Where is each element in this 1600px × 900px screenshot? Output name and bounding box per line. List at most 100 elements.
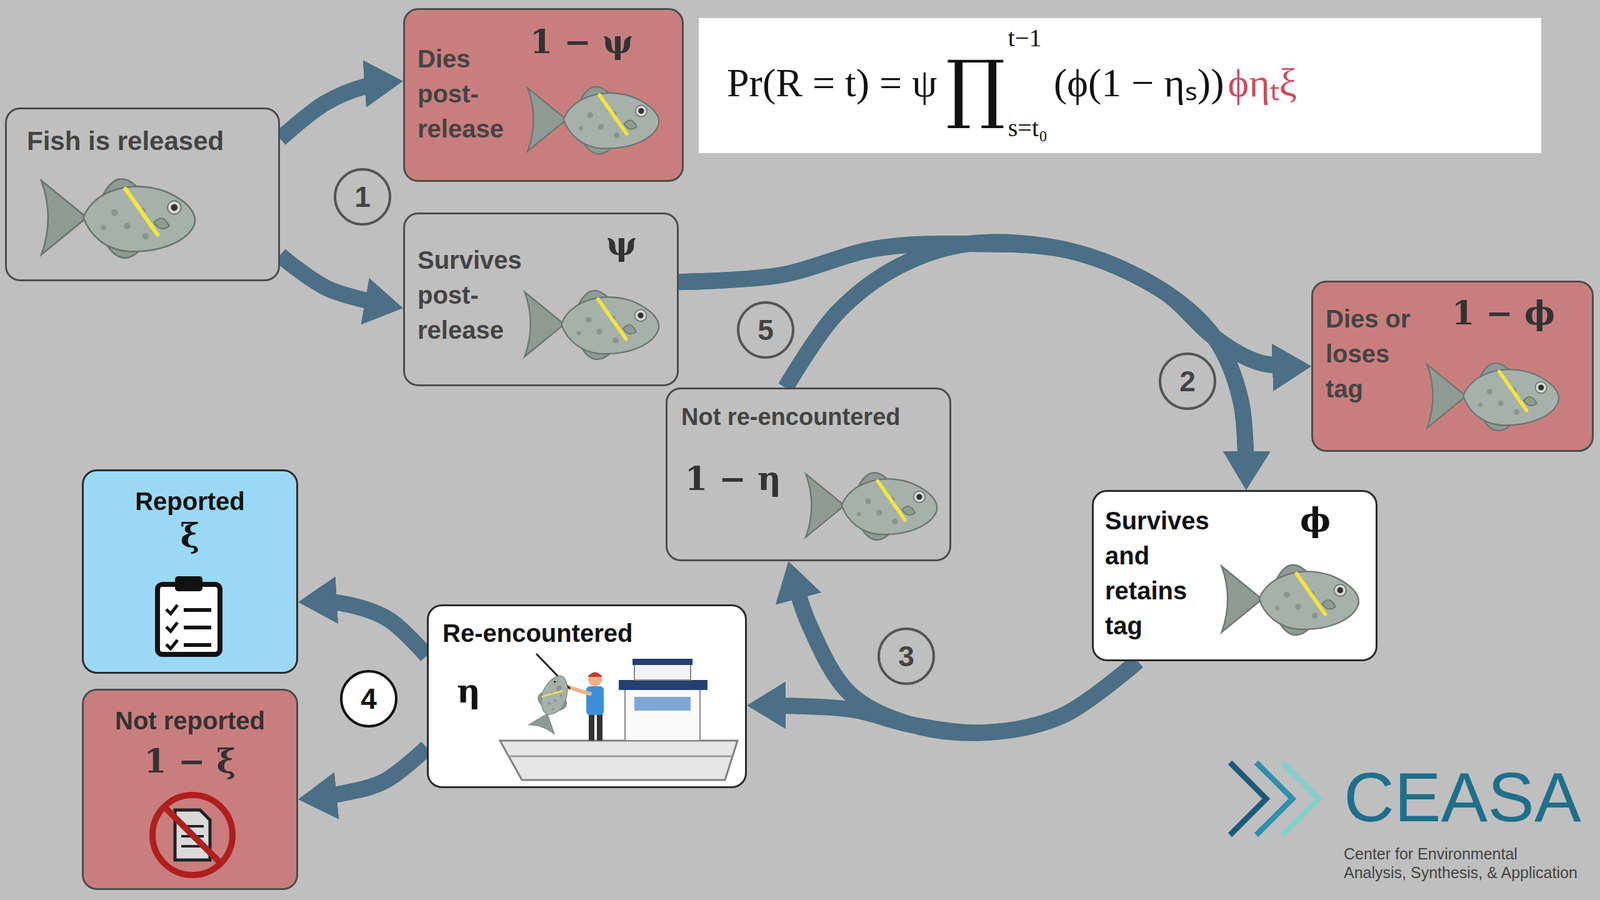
outcome-box: Dies or loses tag 1 − ϕ bbox=[1311, 280, 1594, 452]
flow-arrow bbox=[788, 561, 1139, 734]
text-slot: 1 − η bbox=[685, 459, 782, 499]
outcome-box: Not reported1 − ξ bbox=[81, 688, 299, 890]
document-sheet bbox=[175, 810, 210, 860]
text-slot: 5 bbox=[757, 315, 774, 345]
text-slot: ξ bbox=[180, 516, 200, 555]
fisher-head bbox=[588, 672, 602, 687]
list-line bbox=[183, 625, 212, 630]
flow-arrow bbox=[298, 747, 427, 800]
fisher-leg bbox=[596, 712, 603, 741]
text-slot: Survives post-release bbox=[417, 242, 534, 348]
state-box: Re-encountered η bbox=[426, 604, 747, 789]
boat-bridge bbox=[634, 663, 691, 680]
no-report-icon bbox=[152, 795, 233, 875]
node-label: Not re-encountered bbox=[681, 400, 900, 434]
text-slot: Re-encountered bbox=[442, 615, 634, 651]
fisher-cap bbox=[587, 672, 603, 678]
list-line bbox=[183, 643, 212, 647]
node-label: Dies or loses tag bbox=[1325, 301, 1429, 407]
text-slot: 1 − ψ bbox=[530, 22, 634, 62]
fisher-leg bbox=[588, 712, 595, 741]
text-slot: 1 − ξ bbox=[144, 741, 237, 781]
prohibit-circle bbox=[152, 795, 233, 875]
boat-rail bbox=[632, 658, 693, 665]
callout-circle bbox=[341, 671, 397, 727]
node-symbol: 1 − ψ bbox=[530, 22, 634, 62]
boat-cabin bbox=[625, 687, 700, 741]
text-slot: 4 bbox=[360, 684, 377, 714]
text-slot: Dies or loses tag bbox=[1325, 301, 1429, 407]
text-slot: 1 − ϕ bbox=[1451, 293, 1555, 333]
text-slot: (ϕ(1 − ηₛ)) bbox=[1053, 63, 1225, 104]
check-mark bbox=[166, 622, 178, 632]
document-line bbox=[181, 825, 204, 828]
logo-chevron bbox=[1256, 762, 1293, 835]
callout-circle bbox=[738, 302, 794, 358]
text-slot: Survives and retains tag bbox=[1105, 503, 1218, 644]
node-label: Survives and retains tag bbox=[1105, 503, 1218, 644]
callout-number: 1 bbox=[354, 182, 371, 212]
node-label: Re-encountered bbox=[442, 615, 634, 651]
check-mark bbox=[166, 605, 178, 614]
text-slot: t−1 bbox=[1008, 25, 1042, 51]
boat-hull bbox=[500, 740, 738, 780]
text-slot: Fish is released bbox=[26, 123, 224, 160]
state-box: Not re-encountered 1 − η bbox=[665, 387, 952, 562]
text-slot: Center for Environmental bbox=[1343, 845, 1518, 864]
logo-chevron bbox=[1230, 762, 1267, 835]
fish-illustration bbox=[1426, 363, 1559, 431]
fish-illustration bbox=[805, 472, 937, 540]
text-slot: 1 bbox=[354, 182, 371, 212]
callout-number: 2 bbox=[1179, 366, 1196, 396]
callout-number: 4 bbox=[360, 684, 377, 714]
outcome-box: Dies post-release1 − ψ bbox=[403, 8, 684, 182]
state-box: Survives and retains tag ϕ bbox=[1091, 490, 1378, 662]
node-label: Fish is released bbox=[26, 123, 224, 160]
outcome-box: Reportedξ bbox=[81, 469, 299, 674]
flow-arrow bbox=[298, 601, 427, 657]
node-label: Pr(R = t) = ψ bbox=[726, 63, 937, 104]
document-line bbox=[181, 845, 204, 848]
text-slot: ∏ bbox=[945, 50, 1006, 126]
node-symbol: s=t₀ bbox=[1008, 115, 1048, 141]
node-symbol: ξ bbox=[180, 516, 200, 555]
callout-circles bbox=[335, 169, 1215, 727]
node-symbol: 1 − η bbox=[685, 459, 782, 499]
logo-chevron bbox=[1282, 762, 1319, 835]
boat-illustration bbox=[500, 653, 738, 780]
state-box: Survives post-release ψ bbox=[403, 212, 679, 387]
fishing-rod bbox=[536, 653, 570, 689]
text-slot: Pr(R = t) = ψ bbox=[726, 63, 937, 104]
node-label: Reported bbox=[135, 483, 245, 519]
logo-wordmark: CEASA bbox=[1343, 757, 1582, 839]
flow-arrow bbox=[280, 81, 404, 139]
node-label: Not reported bbox=[115, 703, 265, 739]
document-line bbox=[181, 835, 204, 838]
text-slot: Not reported bbox=[115, 703, 265, 739]
text-slot: ψ bbox=[606, 224, 637, 264]
logo-subtitle: Center for Environmental bbox=[1343, 845, 1518, 864]
flow-arrow bbox=[280, 255, 404, 309]
text-slot: s=t₀ bbox=[1008, 115, 1048, 141]
logo-subtitle: Analysis, Synthesis, & Application bbox=[1343, 863, 1578, 882]
formula-box: Pr(R = t) = ψ∏t−1s=t₀(ϕ(1 − ηₛ))ϕηₜξ bbox=[698, 18, 1542, 154]
start-box: Fish is released bbox=[5, 107, 280, 282]
node-symbol: η bbox=[456, 671, 481, 711]
fisher-body bbox=[586, 686, 604, 715]
callout-number: 5 bbox=[757, 315, 774, 345]
check-mark bbox=[166, 640, 178, 649]
text-slot: CEASA bbox=[1343, 757, 1582, 839]
callout-circle bbox=[335, 169, 390, 225]
text-slot: 2 bbox=[1179, 366, 1196, 396]
text-slot: Dies post-release bbox=[417, 41, 527, 147]
node-symbol: t−1 bbox=[1008, 25, 1042, 51]
text-slot: Analysis, Synthesis, & Application bbox=[1343, 863, 1578, 882]
logo-chevrons bbox=[1230, 762, 1319, 835]
callout-circle bbox=[1160, 353, 1215, 409]
node-label: Dies post-release bbox=[417, 41, 527, 147]
fish-illustration bbox=[527, 86, 659, 155]
fisher-arm bbox=[568, 687, 590, 694]
clipboard-icon bbox=[157, 576, 220, 655]
text-slot: ϕ bbox=[1300, 500, 1331, 540]
